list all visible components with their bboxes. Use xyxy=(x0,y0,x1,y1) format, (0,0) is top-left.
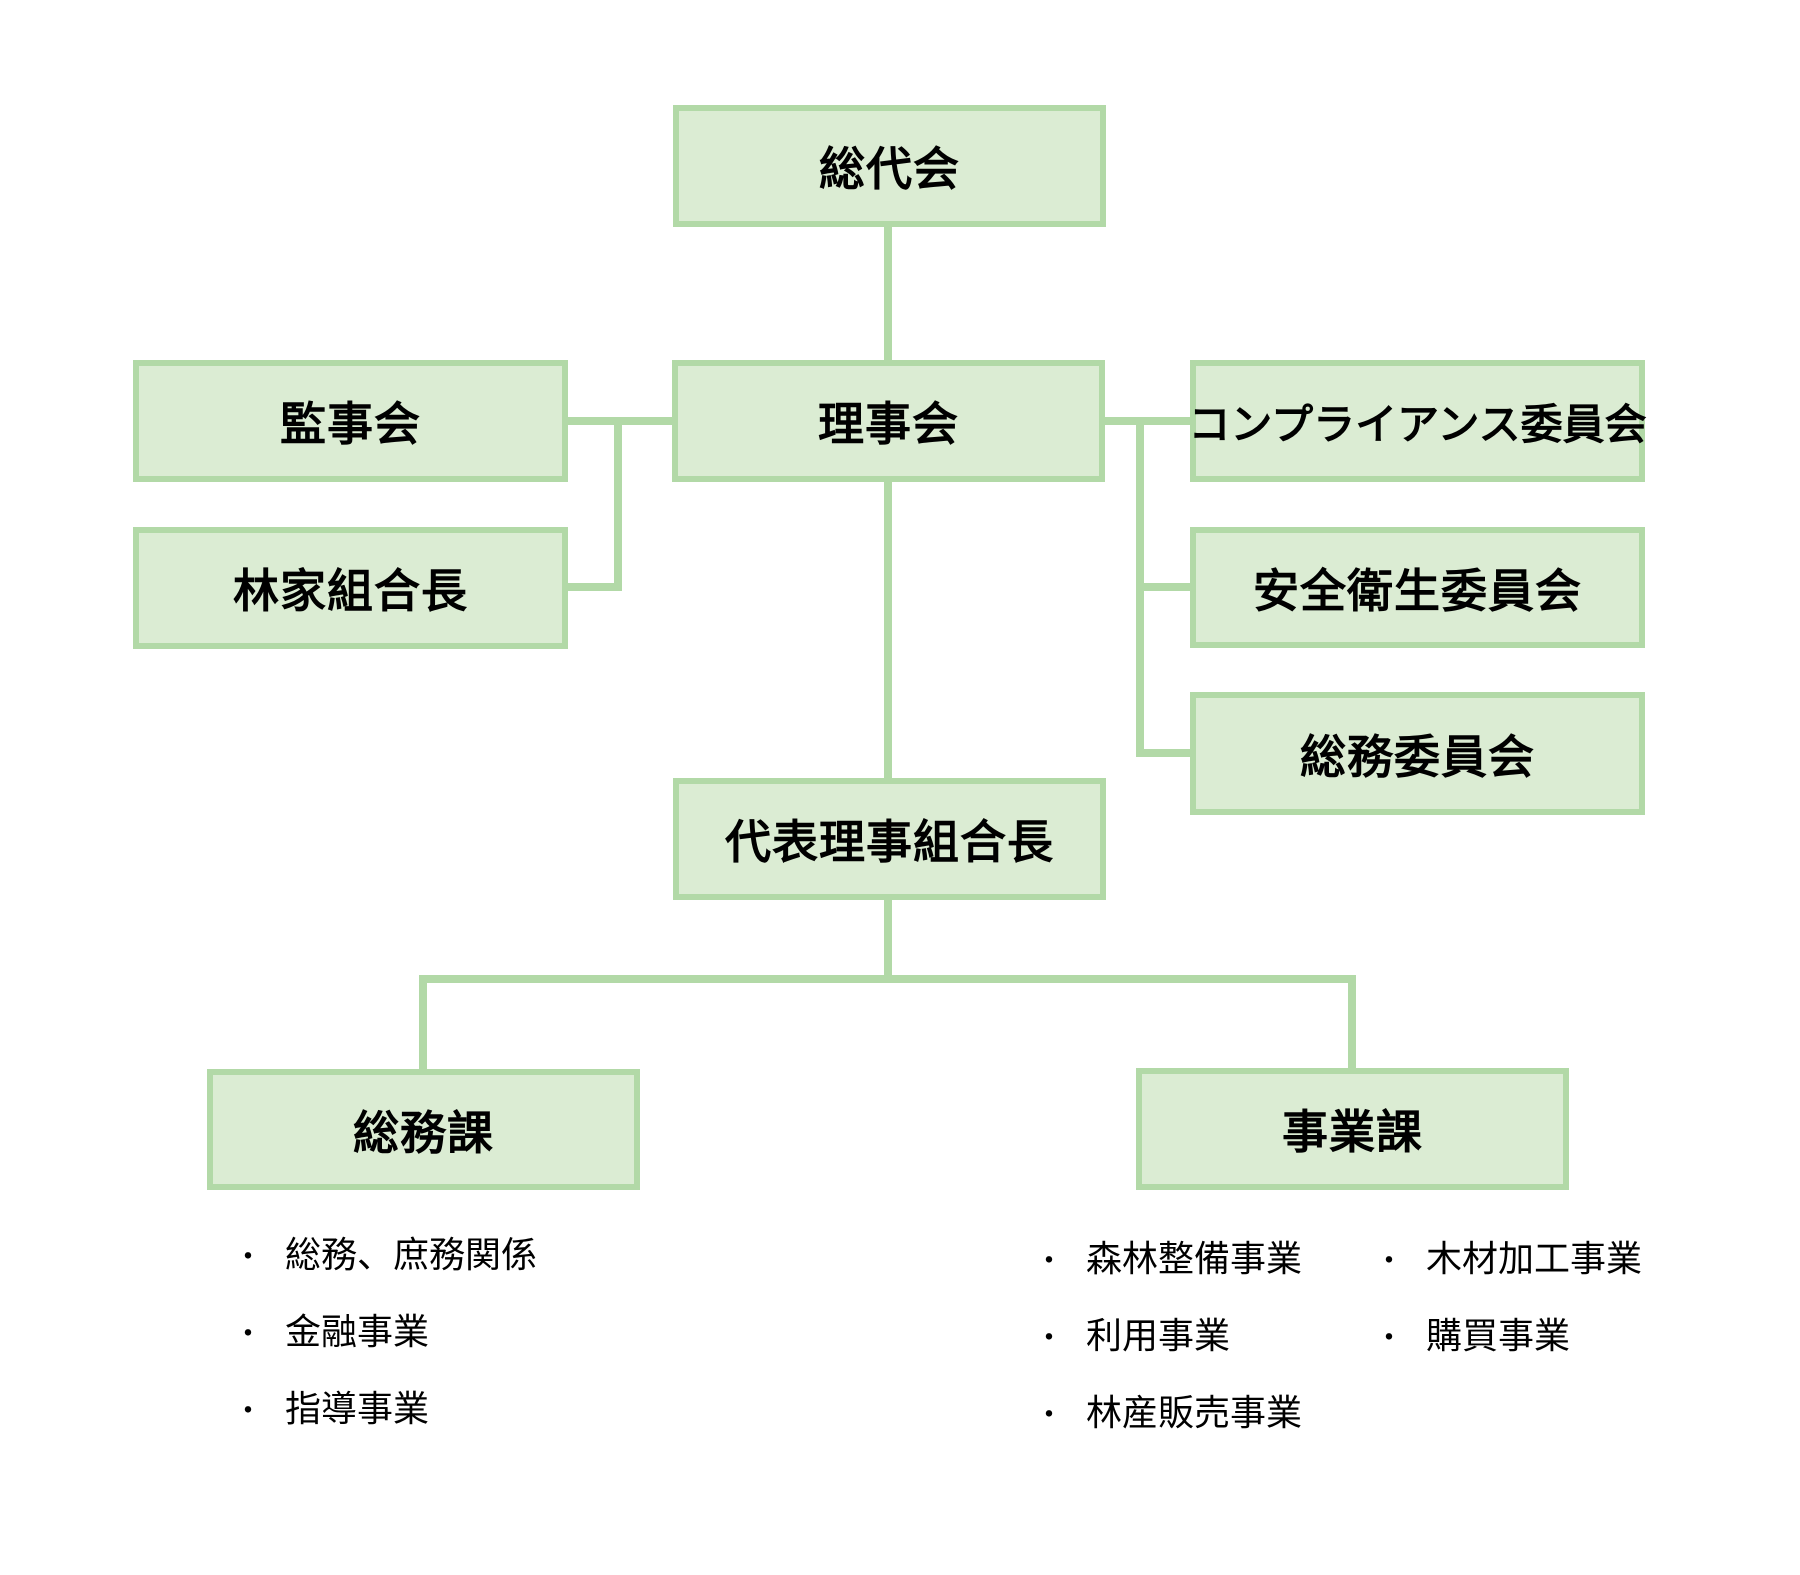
node-soudaikai-label: 総代会 xyxy=(819,143,960,195)
list-item: ・ 金融事業 xyxy=(233,1312,537,1355)
duty-label: 総務、庶務関係 xyxy=(285,1234,538,1275)
connector-left-branch-vertical xyxy=(614,417,622,591)
list-item: ・ 指導事業 xyxy=(233,1389,537,1432)
node-rinka-kumiaicho-label: 林家組合長 xyxy=(233,565,468,617)
node-anzen-eisei-iinkai-label: 安全衛生委員会 xyxy=(1253,564,1582,617)
node-soumuka: 総務課 xyxy=(207,1069,640,1190)
list-item: ・ 木材加工事業 xyxy=(1374,1239,1642,1282)
list-item: ・ 総務、庶務関係 xyxy=(233,1235,537,1278)
connector-soudaikai-to-rijikai xyxy=(884,227,892,360)
connector-rijikai-to-compliance xyxy=(1100,417,1190,425)
bullet-icon: ・ xyxy=(233,1318,263,1351)
node-daihyo-riji-kumiaicho-label: 代表理事組合長 xyxy=(725,816,1054,868)
connector-right-branch-vertical xyxy=(1136,417,1144,757)
node-soudaikai: 総代会 xyxy=(673,105,1106,227)
connector-drop-to-soumuka xyxy=(419,975,427,1069)
node-rijikai: 理事会 xyxy=(672,360,1105,482)
list-item: ・ 森林整備事業 xyxy=(1034,1239,1302,1282)
jigyoka-duties-list-col2: ・ 木材加工事業 ・ 購買事業 xyxy=(1374,1239,1642,1393)
node-anzen-eisei-iinkai: 安全衛生委員会 xyxy=(1190,527,1645,648)
bullet-icon: ・ xyxy=(1374,1322,1404,1355)
connector-bottom-branch-horizontal xyxy=(419,975,1356,983)
node-kanjikai: 監事会 xyxy=(133,360,568,482)
bullet-icon: ・ xyxy=(233,1241,263,1274)
node-compliance-iinkai: コンプライアンス委員会 xyxy=(1188,360,1647,482)
bullet-icon: ・ xyxy=(1034,1399,1064,1432)
bullet-icon: ・ xyxy=(1034,1322,1064,1355)
list-item: ・ 利用事業 xyxy=(1034,1316,1302,1359)
node-daihyo-riji-kumiaicho: 代表理事組合長 xyxy=(673,778,1106,900)
duty-label: 金融事業 xyxy=(285,1311,430,1352)
connector-stub-anzen-eisei xyxy=(1144,583,1190,591)
node-compliance-iinkai-label: コンプライアンス委員会 xyxy=(1188,400,1647,448)
duty-label: 指導事業 xyxy=(285,1388,430,1429)
duty-label: 林産販売事業 xyxy=(1086,1392,1303,1433)
bullet-icon: ・ xyxy=(233,1395,263,1428)
node-soumu-iinkai-label: 総務委員会 xyxy=(1300,730,1535,783)
node-jigyoka: 事業課 xyxy=(1136,1068,1569,1190)
connector-daihyo-to-branch xyxy=(884,900,892,983)
list-item: ・ 購買事業 xyxy=(1374,1316,1642,1359)
connector-rijikai-to-daihyo xyxy=(884,482,892,778)
duty-label: 購買事業 xyxy=(1426,1315,1571,1356)
node-rinka-kumiaicho: 林家組合長 xyxy=(133,527,568,649)
node-soumu-iinkai: 総務委員会 xyxy=(1190,692,1645,815)
bullet-icon: ・ xyxy=(1374,1245,1404,1278)
node-soumuka-label: 総務課 xyxy=(353,1106,494,1159)
list-item: ・ 林産販売事業 xyxy=(1034,1393,1302,1436)
node-kanjikai-label: 監事会 xyxy=(280,398,421,450)
connector-stub-rinka-kumiaicho xyxy=(568,583,614,591)
duty-label: 木材加工事業 xyxy=(1426,1238,1643,1279)
node-jigyoka-label: 事業課 xyxy=(1282,1106,1423,1158)
connector-stub-soumu-iinkai xyxy=(1144,749,1190,757)
node-rijikai-label: 理事会 xyxy=(818,398,959,450)
jigyoka-duties-list-col1: ・ 森林整備事業 ・ 利用事業 ・ 林産販売事業 xyxy=(1034,1239,1302,1470)
bullet-icon: ・ xyxy=(1034,1245,1064,1278)
soumuka-duties-list: ・ 総務、庶務関係 ・ 金融事業 ・ 指導事業 xyxy=(233,1235,537,1466)
duty-label: 森林整備事業 xyxy=(1086,1238,1303,1279)
duty-label: 利用事業 xyxy=(1086,1315,1231,1356)
connector-drop-to-jigyoka xyxy=(1348,975,1356,1068)
